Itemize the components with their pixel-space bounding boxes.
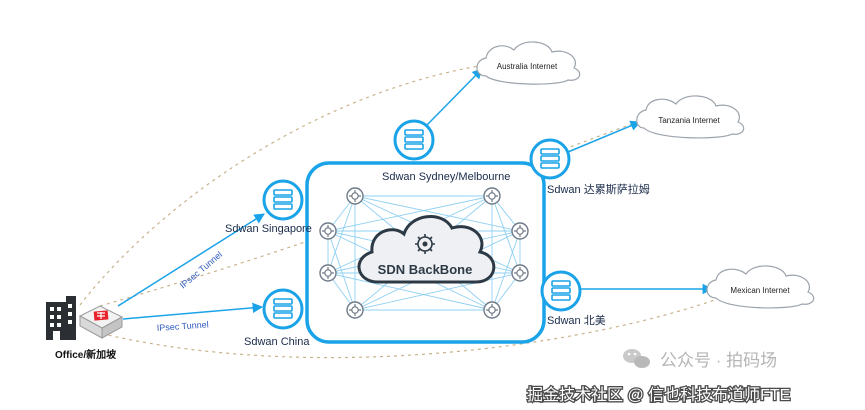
internet-label-mexican: Mexican Internet <box>730 286 790 295</box>
pop-label-sydney: Sdwan Sydney/Melbourne <box>382 171 510 183</box>
tunnel-label-china: IPsec Tunnel <box>156 319 209 333</box>
mesh-node-icon <box>319 222 337 240</box>
building-icon <box>46 296 76 340</box>
mesh-node-icon <box>483 301 501 319</box>
server-icon-dar <box>529 138 571 180</box>
server-icon-singapore <box>262 179 304 221</box>
wechat-watermark: 公众号 · 拍码场 <box>623 349 777 370</box>
dashed-links <box>79 64 716 359</box>
wechat-watermark-text: 公众号 · 拍码场 <box>660 351 777 370</box>
sdn-backbone-cloud: SDN BackBone <box>357 215 496 284</box>
internet-cloud-mexican: Mexican Internet <box>706 265 815 309</box>
mesh-node-icon <box>346 301 364 319</box>
mesh-node-icon <box>319 264 337 282</box>
footer-watermark: 掘金技术社区 @ 信也科技布道师FTE <box>527 386 790 404</box>
dashed-link-mexican <box>94 299 716 359</box>
pop-label-china: Sdwan China <box>244 336 310 348</box>
pop-label-dar: Sdwan 达累斯萨拉姆 <box>547 182 650 196</box>
office-site: Office/新加坡 <box>46 296 124 361</box>
link-sydney-australia <box>426 68 483 126</box>
pop-label-na: Sdwan 北美 <box>547 314 606 327</box>
mesh-node-icon <box>511 222 529 240</box>
mesh-node-icon <box>483 187 501 205</box>
server-icon-na <box>540 270 582 312</box>
mesh-node-icon <box>511 264 529 282</box>
mesh-node-icon <box>346 187 364 205</box>
sdn-backbone-label: SDN BackBone <box>378 262 473 277</box>
gear-icon <box>415 234 435 254</box>
internet-cloud-australia: Australia Internet <box>476 41 581 85</box>
internet-label-tanzania: Tanzania Internet <box>658 116 720 125</box>
server-icon-china <box>262 288 304 330</box>
tunnel-link-china <box>122 302 264 320</box>
tunnel-label-singapore: IPsec Tunnel <box>178 249 224 290</box>
firewall-icon <box>78 305 124 339</box>
tunnel-link-singapore <box>117 213 265 307</box>
dashed-link-australia <box>79 64 486 306</box>
dashed-link-tanzania <box>99 120 641 307</box>
office-label: Office/新加坡 <box>55 348 117 361</box>
internet-cloud-tanzania: Tanzania Internet <box>636 95 745 139</box>
pop-label-singapore: Sdwan Singapore <box>225 223 312 235</box>
server-icon-sydney <box>393 119 435 161</box>
link-dar-tanzania <box>567 120 641 153</box>
wechat-icon <box>623 349 650 368</box>
internet-label-australia: Australia Internet <box>497 62 558 71</box>
